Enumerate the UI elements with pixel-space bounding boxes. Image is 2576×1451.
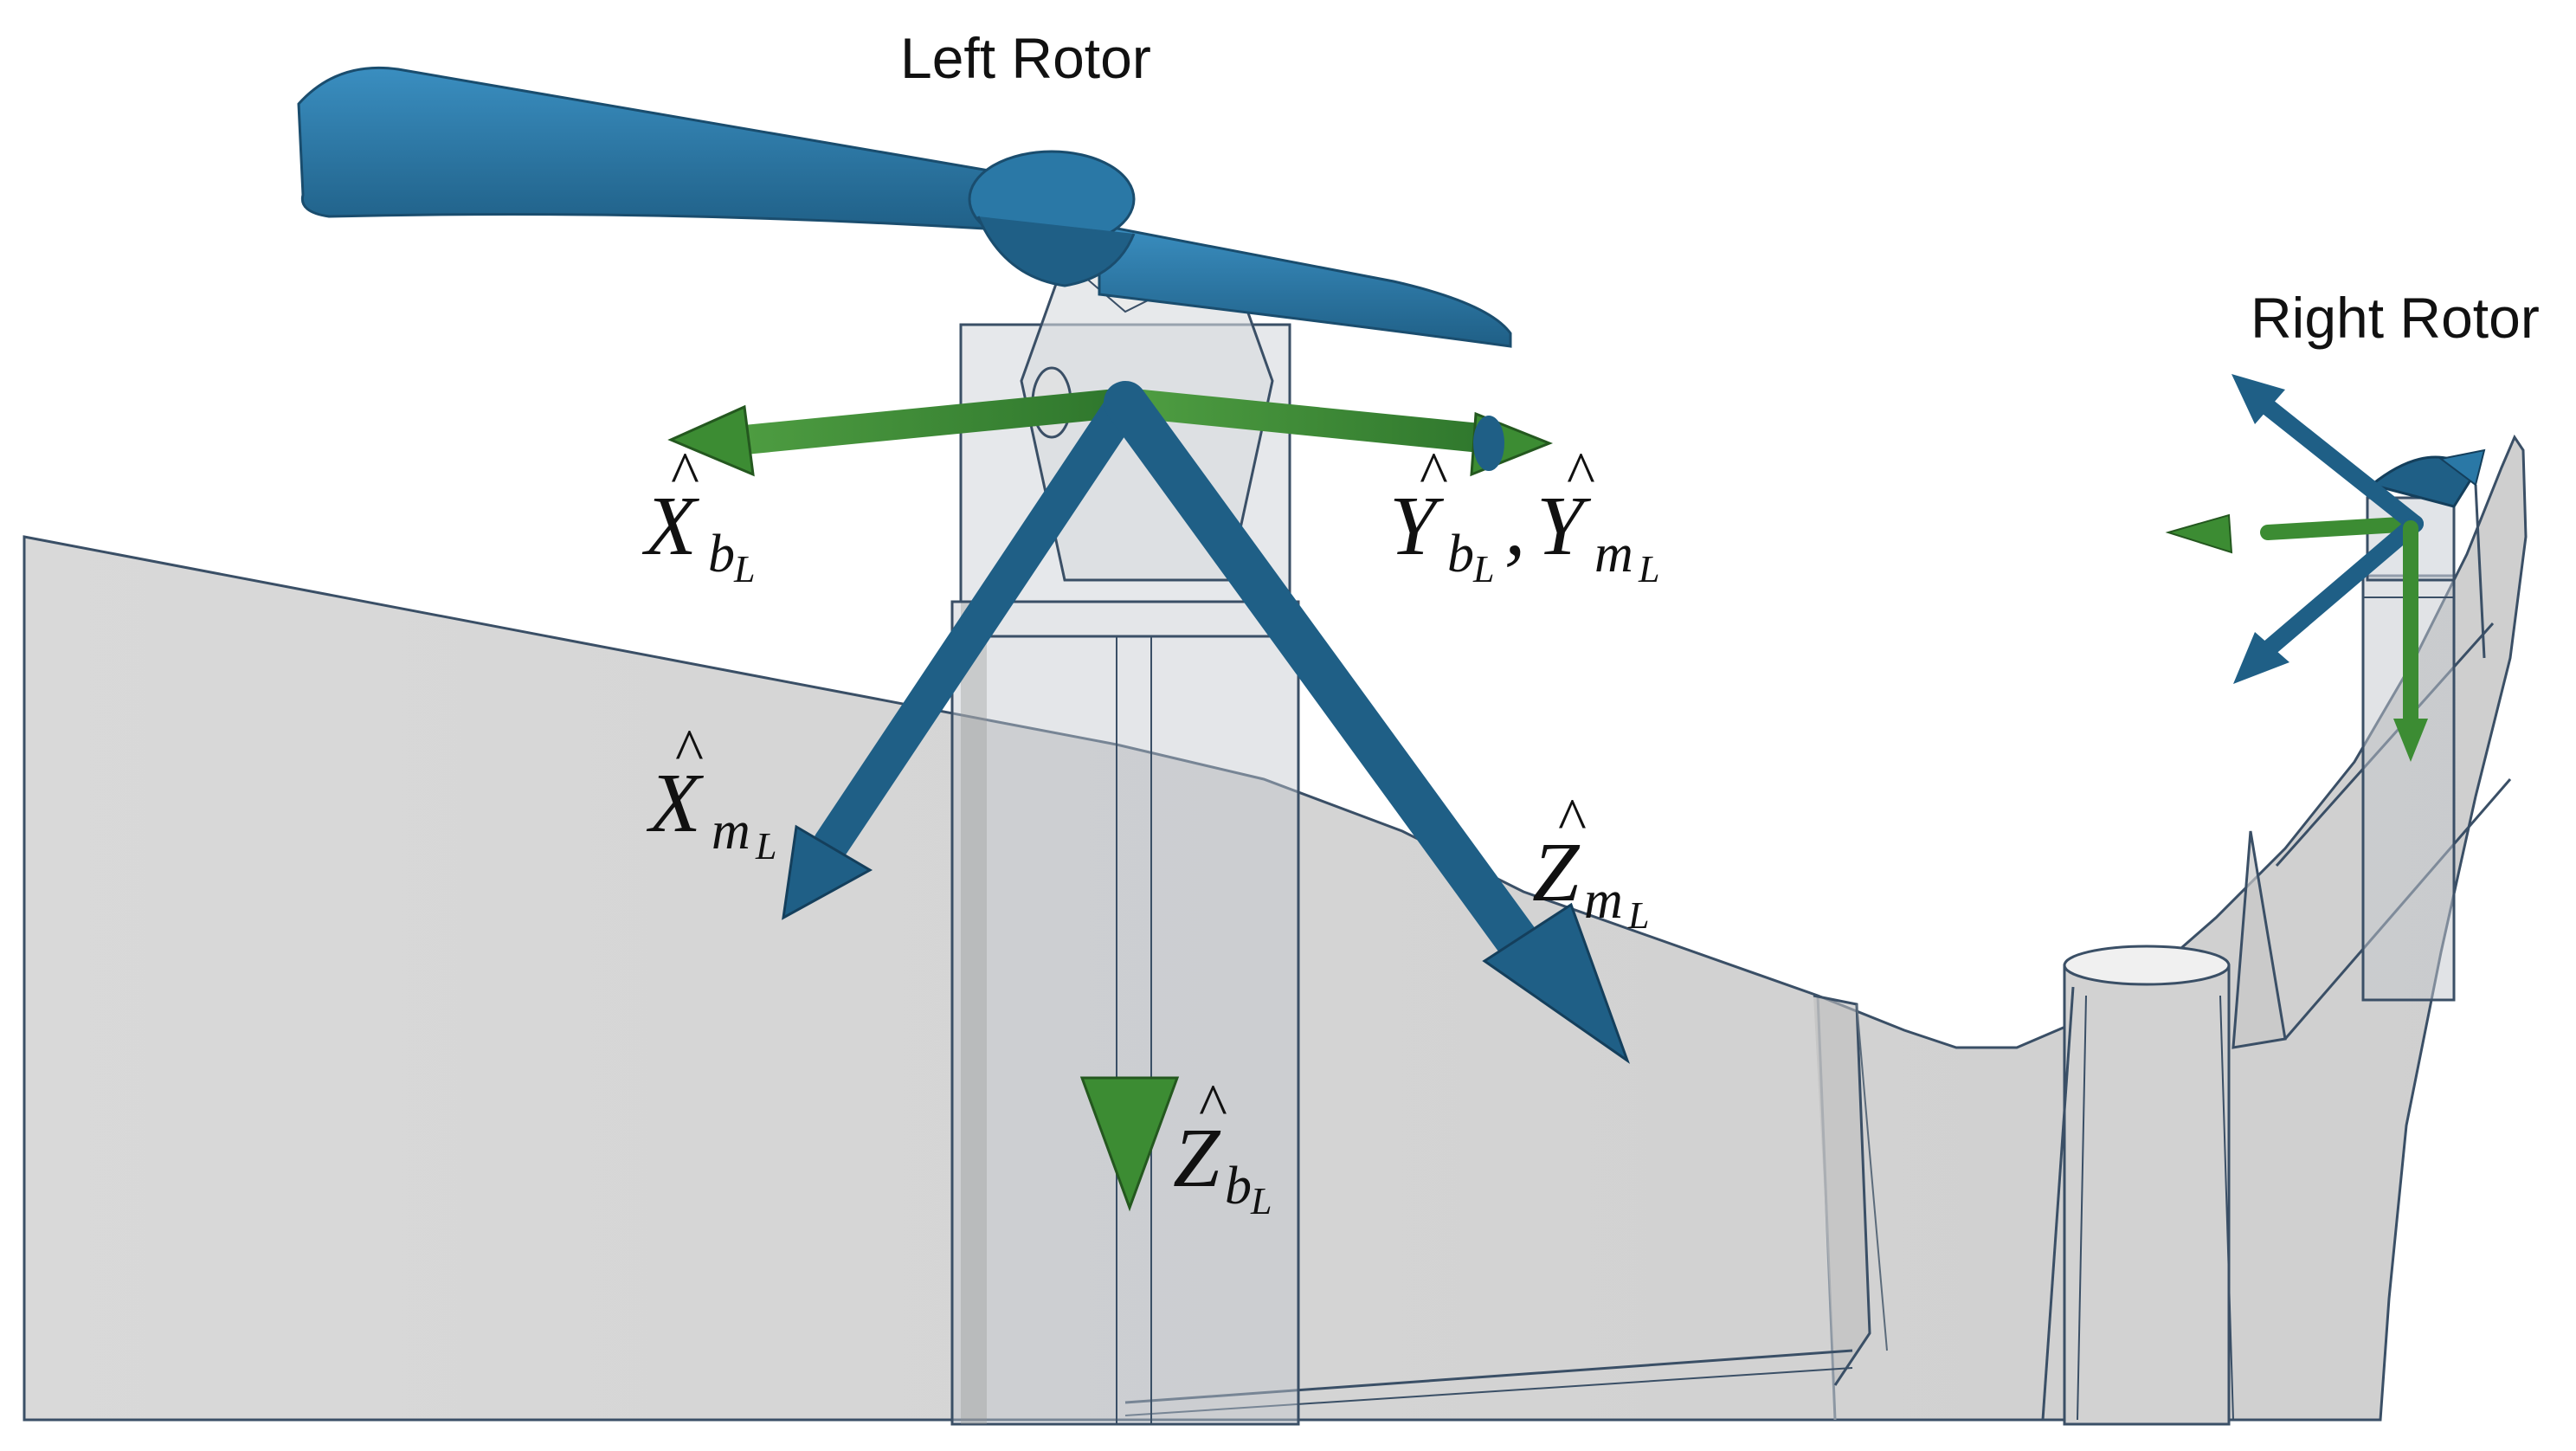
svg-text:b: b <box>708 525 735 584</box>
svg-text:^: ^ <box>1420 441 1448 507</box>
x-body-left-arrow <box>667 388 1140 477</box>
svg-text:^: ^ <box>1199 1073 1227 1139</box>
right-rotor <box>2165 374 2486 1002</box>
svg-text:^: ^ <box>671 441 699 507</box>
svg-text:^: ^ <box>1558 787 1587 854</box>
svg-text:Z: Z <box>1532 826 1581 919</box>
svg-text:X: X <box>641 480 700 573</box>
svg-text:L: L <box>733 548 755 590</box>
right-rotor-title: Right Rotor <box>2251 286 2540 350</box>
y-body-motor-left-arrow <box>1111 388 1554 477</box>
svg-text:^: ^ <box>675 718 704 784</box>
svg-text:b: b <box>1447 525 1474 584</box>
wing-surface <box>23 434 2528 1422</box>
svg-text:X: X <box>646 757 705 850</box>
left-rotor-title: Left Rotor <box>900 26 1151 90</box>
svg-text:m: m <box>712 802 750 861</box>
svg-text:m: m <box>1584 871 1623 930</box>
svg-text:^: ^ <box>1567 441 1595 507</box>
svg-text:Y: Y <box>1536 480 1592 573</box>
wing-cylinder <box>2041 945 2234 1426</box>
left-rotor-arrows <box>667 381 1631 1212</box>
z-body-left-arrow <box>1079 390 1180 1212</box>
z-body-left-label: ^ Z b L <box>1173 1073 1272 1222</box>
y-body-motor-left-label: ^ Y b L , ^ Y m L <box>1389 441 1659 590</box>
z-motor-left-label: ^ Z m L <box>1532 787 1649 937</box>
svg-text:Z: Z <box>1173 1112 1221 1205</box>
svg-text:b: b <box>1225 1157 1252 1216</box>
svg-text:,: , <box>1504 480 1526 573</box>
z-motor-left-arrow <box>1104 381 1631 1064</box>
svg-text:m: m <box>1594 525 1633 584</box>
x-motor-left-arrow <box>782 384 1143 920</box>
svg-text:L: L <box>1472 548 1494 590</box>
svg-text:Y: Y <box>1389 480 1445 573</box>
svg-text:L: L <box>755 825 776 867</box>
x-motor-left-label: ^ X m L <box>646 718 776 867</box>
svg-text:L: L <box>1638 548 1659 590</box>
svg-text:L: L <box>1627 894 1649 937</box>
svg-text:L: L <box>1250 1180 1272 1222</box>
x-body-left-label: ^ X b L <box>641 441 755 590</box>
left-rotor-blade <box>297 66 1512 348</box>
right-rotor-arrows <box>2165 374 2428 762</box>
